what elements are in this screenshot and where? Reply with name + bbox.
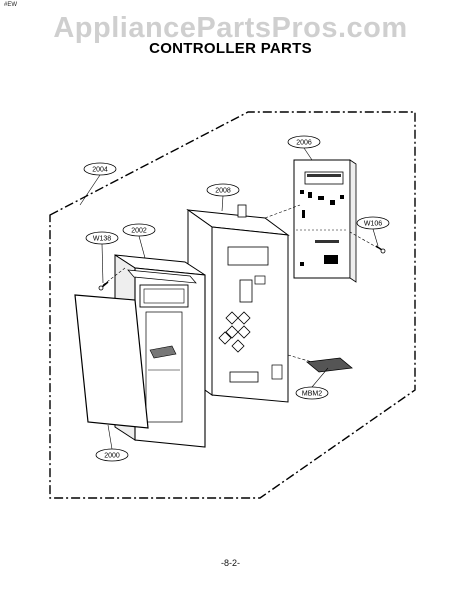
page-number: -8-2- xyxy=(220,558,240,568)
membrane-switch-mbm2 xyxy=(306,357,353,373)
callout-2002: 2002 xyxy=(122,223,156,237)
watermark: AppliancePartsPros.com xyxy=(53,12,408,44)
callout-label-2004: 2004 xyxy=(92,167,108,174)
callout-w138: W138 xyxy=(85,231,119,245)
callout-2004: 2004 xyxy=(83,162,117,176)
callout-label-2000: 2000 xyxy=(104,453,120,460)
pcb-board-2006 xyxy=(293,159,357,283)
assembly-boundary xyxy=(49,111,416,499)
page-title: CONTROLLER PARTS xyxy=(149,40,312,57)
callout-label-2008: 2008 xyxy=(215,188,231,195)
callout-2006: 2006 xyxy=(287,135,321,149)
screw-w138 xyxy=(98,281,109,291)
leader-lines xyxy=(79,147,379,450)
callout-2000: 2000 xyxy=(95,448,129,462)
screw-w106 xyxy=(375,245,386,254)
callout-w106: W106 xyxy=(356,216,390,230)
callout-mbm2: MBM2 xyxy=(295,386,329,400)
corner-tag: #EW xyxy=(4,2,18,8)
callout-label-mbm2: MBM2 xyxy=(302,391,322,398)
assembly-guide-lines xyxy=(102,204,379,363)
callout-label-w106: W106 xyxy=(364,221,382,228)
callout-label-w138: W138 xyxy=(93,236,111,243)
callout-2008: 2008 xyxy=(206,183,240,197)
callout-label-2002: 2002 xyxy=(131,228,147,235)
callout-label-2006: 2006 xyxy=(296,140,312,147)
front-panel-film-2000 xyxy=(74,294,149,429)
